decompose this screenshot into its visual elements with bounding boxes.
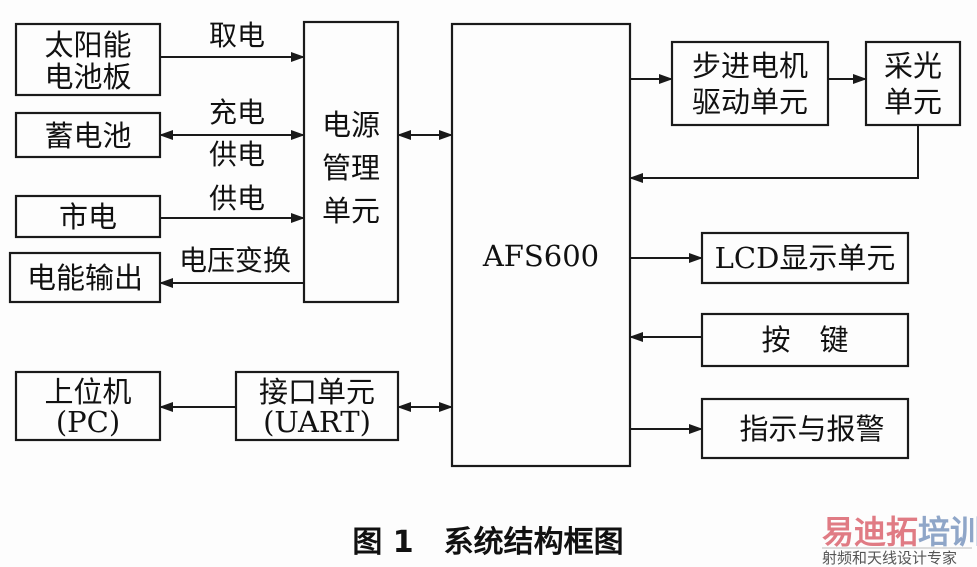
- keys-label: 按 键: [761, 323, 848, 357]
- power-mgmt-label-3: 单元: [322, 194, 380, 228]
- light-sensor-label-1: 采光: [884, 49, 942, 83]
- stepper-driver-label-2: 驱动单元: [692, 85, 808, 119]
- lcd-label: LCD显示单元: [715, 241, 896, 275]
- mains-box: [14, 194, 162, 239]
- power-mgmt-label-1: 电源: [322, 108, 380, 142]
- stepper-driver-label-1: 步进电机: [692, 49, 808, 83]
- keys-box: [700, 312, 910, 368]
- interface-label-1: 接口单元: [259, 375, 375, 409]
- power-mgmt-label-2: 管理: [322, 151, 380, 185]
- watermark-brand-red: 易迪拓: [822, 513, 918, 551]
- host-pc-label-2: (PC): [56, 405, 120, 439]
- alarm-label: 指示与报警: [739, 412, 884, 446]
- power-output-box: [8, 251, 162, 304]
- solar-panel-label-1: 太阳能: [44, 28, 131, 62]
- battery-label: 蓄电池: [44, 119, 131, 153]
- light-sensor-label-2: 单元: [884, 85, 942, 119]
- watermark-slogan: 射频和天线设计专家: [822, 549, 957, 567]
- solar-panel-label-2: 电池板: [44, 60, 131, 94]
- label-charge: 充电: [209, 96, 265, 129]
- afs600-box: [450, 22, 632, 468]
- power-management-box: [302, 20, 400, 304]
- watermark-brand-blue: 培训: [918, 513, 977, 551]
- host-pc-label-1: 上位机: [44, 375, 131, 409]
- arrow-sensor-to-afs600: [629, 125, 919, 183]
- figure-caption: 图 1 系统结构框图: [352, 525, 623, 560]
- label-take-power: 取电: [209, 19, 265, 52]
- label-supply-1: 供电: [209, 138, 265, 171]
- solar-panel-box: [14, 22, 162, 97]
- afs600-label: AFS600: [482, 239, 599, 273]
- label-voltage-convert: 电压变换: [179, 244, 291, 277]
- label-supply-2: 供电: [209, 182, 265, 215]
- power-output-label: 电能输出: [27, 261, 143, 295]
- mains-label: 市电: [59, 200, 117, 234]
- interface-label-2: (UART): [263, 405, 371, 439]
